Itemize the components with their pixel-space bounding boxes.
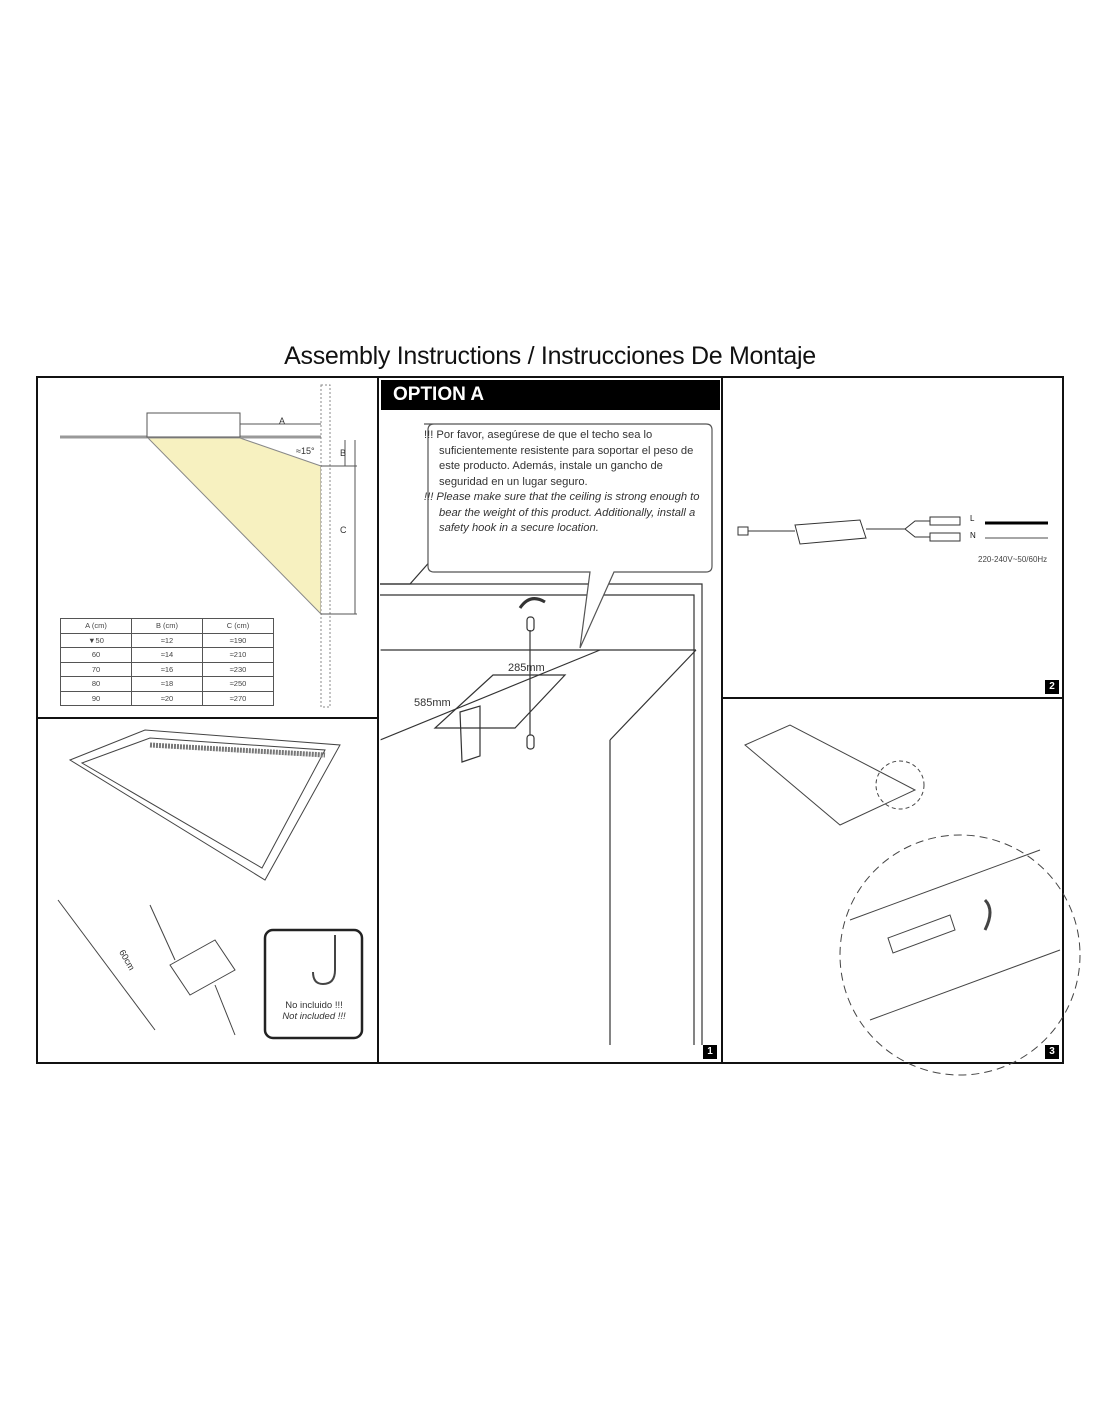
table-cell: 70 <box>60 661 132 677</box>
clip-detail-drawing <box>744 724 1081 1076</box>
table-cell: ≈250 <box>202 676 274 692</box>
label-c: C <box>340 525 347 535</box>
table-header-row: A (cm) B (cm) C (cm) <box>60 618 274 634</box>
table-row: 60≈14≈210 <box>60 647 274 663</box>
page-title: Assembly Instructions / Instrucciones De… <box>284 342 816 370</box>
label-a: A <box>279 416 286 426</box>
step-number-3: 3 <box>1045 1045 1059 1059</box>
table-row: 80≈18≈250 <box>60 676 274 692</box>
safety-warning: !!! Por favor, asegúrese de que el techo… <box>424 428 704 537</box>
step-number-1: 1 <box>703 1045 717 1059</box>
table-header: B (cm) <box>131 618 203 634</box>
table-row: ▼50≈12≈190 <box>60 632 274 648</box>
warning-spanish: !!! Por favor, asegúrese de que el techo… <box>424 429 694 488</box>
step-number-2: 2 <box>1045 680 1059 694</box>
table-cell: ≈270 <box>202 690 274 706</box>
table-cell: ≈190 <box>202 632 274 648</box>
table-cell: ≈230 <box>202 661 274 677</box>
table-row: 70≈16≈230 <box>60 661 274 677</box>
table-cell: ≈14 <box>131 647 203 663</box>
driver-wiring <box>737 516 1048 545</box>
table-cell: 60 <box>60 647 132 663</box>
option-a-header: OPTION A <box>381 380 720 410</box>
table-cell: 90 <box>60 690 132 706</box>
warning-english: !!! Please make sure that the ceiling is… <box>424 491 700 534</box>
table-header: C (cm) <box>202 618 274 634</box>
wire-l-label: L <box>970 514 975 523</box>
table-cell: ≈210 <box>202 647 274 663</box>
table-header: A (cm) <box>60 618 132 634</box>
cutout-length: 585mm <box>414 697 451 709</box>
not-included-note: No incluido !!! Not included !!! <box>268 1000 360 1022</box>
not-included-es: No incluido !!! <box>285 1000 343 1011</box>
table-cell: ▼50 <box>60 632 132 648</box>
wire-n-label: N <box>970 531 976 540</box>
label-b: B <box>340 448 347 458</box>
panel-frame <box>36 376 1064 1064</box>
label-angle: ≈15° <box>296 446 315 456</box>
beam-diagram <box>60 384 357 708</box>
table-cell: ≈20 <box>131 690 203 706</box>
voltage-label: 220-240V~50/60Hz <box>978 555 1048 564</box>
fixture-drawing <box>57 729 364 1040</box>
table-cell: ≈16 <box>131 661 203 677</box>
ceiling-room-drawing <box>379 547 703 1045</box>
table-cell: 80 <box>60 676 132 692</box>
table-cell: ≈12 <box>131 632 203 648</box>
cutout-width: 285mm <box>508 662 545 674</box>
distance-table: A (cm) B (cm) C (cm) ▼50≈12≈190 60≈14≈21… <box>60 618 274 706</box>
table-row: 90≈20≈270 <box>60 690 274 706</box>
table-cell: ≈18 <box>131 676 203 692</box>
speech-bubble <box>424 423 713 649</box>
not-included-en: Not included !!! <box>282 1011 346 1022</box>
